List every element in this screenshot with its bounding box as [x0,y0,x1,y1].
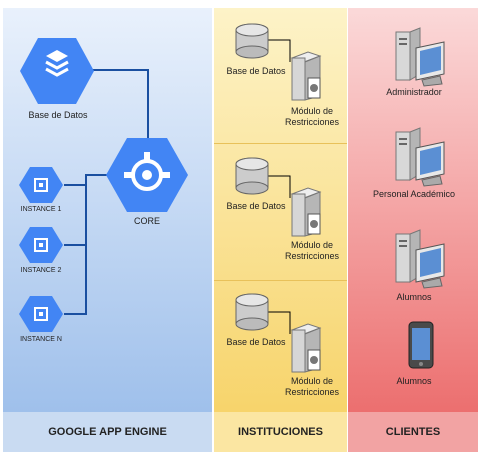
instance-2-icon [19,227,63,263]
institution-db-label: Base de Datos [226,66,286,76]
instance-label: INSTANCE 2 [20,267,62,274]
datastore-icon [20,38,94,104]
core-label: CORE [133,216,160,226]
client-label: Personal Académico [372,189,456,199]
module-label-line1: Módulo de [290,106,334,116]
institution-module-label: Módulo de Restricciones [280,240,344,262]
workstation-icon [395,27,445,87]
server-icon [290,323,322,373]
database-cylinder-icon [235,293,269,331]
workstation-icon [395,229,445,289]
instituciones-column-title: INSTITUCIONES [214,412,347,452]
instance-n-icon [19,296,63,332]
instance-label: INSTANCE 1 [20,206,62,213]
mobile-phone-icon [408,321,434,369]
institution-1-icons [235,23,322,101]
instituciones-column [214,8,347,412]
server-icon [290,51,322,101]
database-cylinder-icon [235,157,269,195]
institution-db-label: Base de Datos [226,337,286,347]
database-cylinder-icon [235,23,269,59]
institution-module-label: Módulo de Restricciones [280,106,344,128]
client-label: Alumnos [396,292,432,302]
client-label: Alumnos [396,376,432,386]
module-label-line1: Módulo de [290,240,334,250]
server-icon [290,187,322,237]
workstation-icon [395,127,445,187]
instance-1-icon [19,167,63,203]
institution-module-label: Módulo de Restricciones [280,376,344,398]
module-label-line2: Restricciones [284,251,340,261]
datastore-label: Base de Datos [28,110,88,120]
module-label-line2: Restricciones [284,387,340,397]
client-label: Administrador [386,87,442,97]
module-label-line1: Módulo de [290,376,334,386]
institution-2-icons [235,157,322,237]
clientes-column-title: CLIENTES [348,412,478,452]
core-icon [106,138,188,212]
institution-panel-divider [214,143,347,144]
gae-column-title: GOOGLE APP ENGINE [3,412,212,452]
institution-panel-divider [214,280,347,281]
institution-db-label: Base de Datos [226,201,286,211]
gae-connectors [64,69,149,315]
institution-3-icons [235,293,322,373]
module-label-line2: Restricciones [284,117,340,127]
instance-label: INSTANCE N [20,336,62,343]
